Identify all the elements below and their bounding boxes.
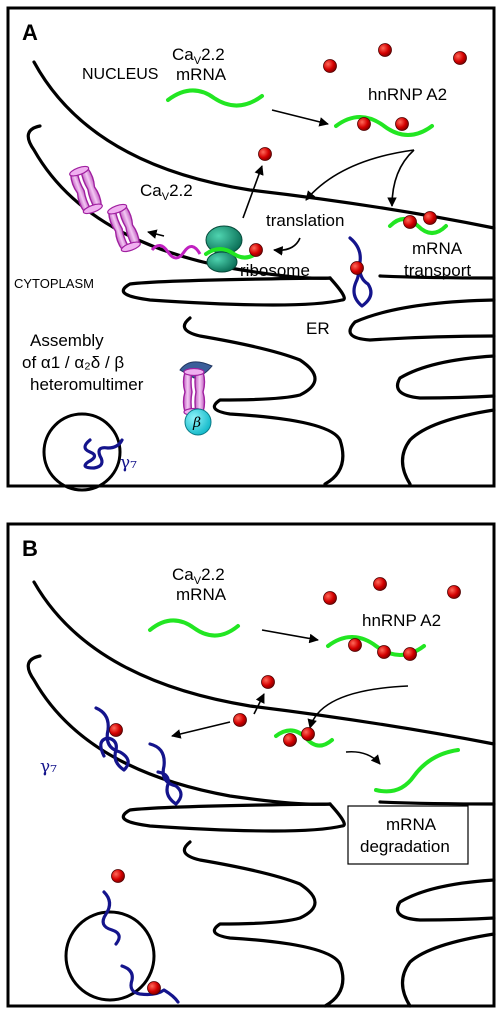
assembly-label-2: of α1 / α₂δ / β bbox=[22, 353, 124, 372]
ribosome-label: ribosome bbox=[240, 261, 310, 280]
gamma7-protein-vesicle bbox=[101, 890, 121, 946]
gamma7-label: γ₇ bbox=[120, 453, 137, 473]
gamma7-label: γ₇ bbox=[40, 757, 57, 777]
hnrnp-dot bbox=[357, 117, 371, 131]
er-cisterna-2 bbox=[348, 298, 496, 342]
hnrnp-dot bbox=[378, 43, 392, 57]
transported-mrna bbox=[388, 217, 448, 235]
mrna-degradation-label-1: mRNA bbox=[386, 815, 437, 834]
mrna-degradation-label-2: degradation bbox=[360, 837, 450, 856]
translating-mrna bbox=[204, 247, 260, 260]
gamma7-protein-er bbox=[348, 236, 373, 308]
assembly-label-1: Assembly bbox=[30, 331, 104, 350]
hnrnp-dot bbox=[323, 591, 337, 605]
hnrnp-bound-mrna bbox=[334, 115, 434, 137]
hnrnp-dot bbox=[233, 713, 247, 727]
hnrnp-dot bbox=[403, 215, 417, 229]
degrading-mrna bbox=[374, 748, 460, 794]
er-cisterna-4 bbox=[400, 932, 496, 1008]
mrna-transport-label-2: transport bbox=[404, 261, 471, 280]
arrow-to-translation bbox=[305, 149, 415, 201]
gamma7-protein bbox=[148, 742, 183, 806]
nuclear-envelope-inner bbox=[32, 580, 496, 746]
hnrnp-dot bbox=[249, 243, 263, 257]
vesicle bbox=[42, 412, 122, 492]
er-network bbox=[182, 316, 345, 486]
panel-b: B CaV2.2 mRNA hnRNP A2 m bbox=[6, 522, 496, 1008]
beta-subunit bbox=[184, 408, 212, 436]
hnrnp-dot bbox=[395, 117, 409, 131]
hnrnp-dot bbox=[423, 211, 437, 225]
cytoplasm-label: CYTOPLASM bbox=[14, 276, 94, 291]
er-cisterna-3 bbox=[395, 354, 496, 400]
vesicle bbox=[64, 910, 156, 1002]
arrow-hnrnp-release bbox=[253, 693, 265, 715]
hnrnp-dot bbox=[377, 645, 391, 659]
hnrnp-dot bbox=[453, 51, 467, 65]
hnrnp-dot bbox=[373, 577, 387, 591]
nuclear-envelope-inner bbox=[32, 60, 496, 230]
mrna-degradation-box bbox=[347, 805, 469, 865]
arrow-to-transport bbox=[387, 149, 415, 207]
gamma7-protein bbox=[94, 706, 130, 772]
arrow-to-degradation bbox=[345, 750, 381, 765]
panel-a: A γ₇ NUCLEUS CaV2.2 mRNA hnRNP A2 bbox=[6, 6, 496, 492]
ribosome-small-subunit bbox=[206, 251, 238, 273]
hnrnp-dot bbox=[258, 147, 272, 161]
er-cisterna-1 bbox=[121, 802, 346, 833]
nascent-channel-polypeptide bbox=[150, 244, 202, 260]
hnrnp-dot bbox=[111, 869, 125, 883]
arrow-hnrnp-to-gamma7 bbox=[171, 721, 231, 739]
arrow-mrna-to-hnrnp bbox=[261, 629, 319, 644]
arrow-hnrnp-to-cytoplasm bbox=[307, 685, 409, 729]
cav-mrna-strand bbox=[166, 88, 264, 108]
cav-mrna-label-line1: CaV2.2 bbox=[172, 565, 225, 587]
nuclear-envelope-outer-right bbox=[378, 274, 496, 280]
hnrnp-dot bbox=[350, 261, 364, 275]
panel-b-frame bbox=[6, 522, 496, 1008]
hnrnp-dot bbox=[109, 723, 123, 737]
hnrnp-dot bbox=[323, 59, 337, 73]
hnrnp-dot bbox=[403, 647, 417, 661]
er-label: ER bbox=[306, 319, 330, 338]
gamma7-protein-vesicle bbox=[83, 438, 124, 470]
er-cisterna-1 bbox=[121, 276, 346, 307]
hnrnp-dot bbox=[447, 585, 461, 599]
cav-mrna-label-line2: mRNA bbox=[176, 585, 227, 604]
panel-b-letter: B bbox=[22, 536, 38, 561]
cav-mrna-strand bbox=[148, 618, 240, 638]
hnrnp-dot bbox=[348, 638, 362, 652]
hnrnp-a2-label: hnRNP A2 bbox=[362, 611, 441, 630]
cav-mrna-label-line2: mRNA bbox=[176, 65, 227, 84]
hnrnp-a2-label: hnRNP A2 bbox=[368, 85, 447, 104]
mrna-transport-label-1: mRNA bbox=[412, 239, 463, 258]
er-cisterna-3 bbox=[395, 878, 496, 922]
arrow-mrna-to-hnrnp bbox=[271, 109, 329, 127]
gamma7-protein-vesicle bbox=[120, 964, 180, 1004]
translation-label: translation bbox=[266, 211, 344, 230]
hnrnp-dot bbox=[147, 981, 161, 995]
hnrnp-dot bbox=[283, 733, 297, 747]
arrow-translation-to-ribosome bbox=[273, 237, 301, 256]
cav22-label: CaV2.2 bbox=[140, 181, 193, 203]
arrow-to-membrane bbox=[147, 229, 165, 239]
er-cisterna-4 bbox=[400, 408, 496, 486]
arrow-hnrnp-release bbox=[242, 165, 264, 219]
assembly-label-3: heteromultimer bbox=[30, 375, 144, 394]
nuclear-envelope-outer-right bbox=[378, 800, 496, 806]
nucleus-label: NUCLEUS bbox=[82, 66, 158, 83]
hnrnp-dot bbox=[261, 675, 275, 689]
beta-label: β bbox=[192, 415, 201, 431]
hnrnp-dot bbox=[301, 727, 315, 741]
er-network bbox=[182, 840, 345, 1008]
cav-mrna-label-line1: CaV2.2 bbox=[172, 45, 225, 67]
panel-a-letter: A bbox=[22, 20, 38, 45]
